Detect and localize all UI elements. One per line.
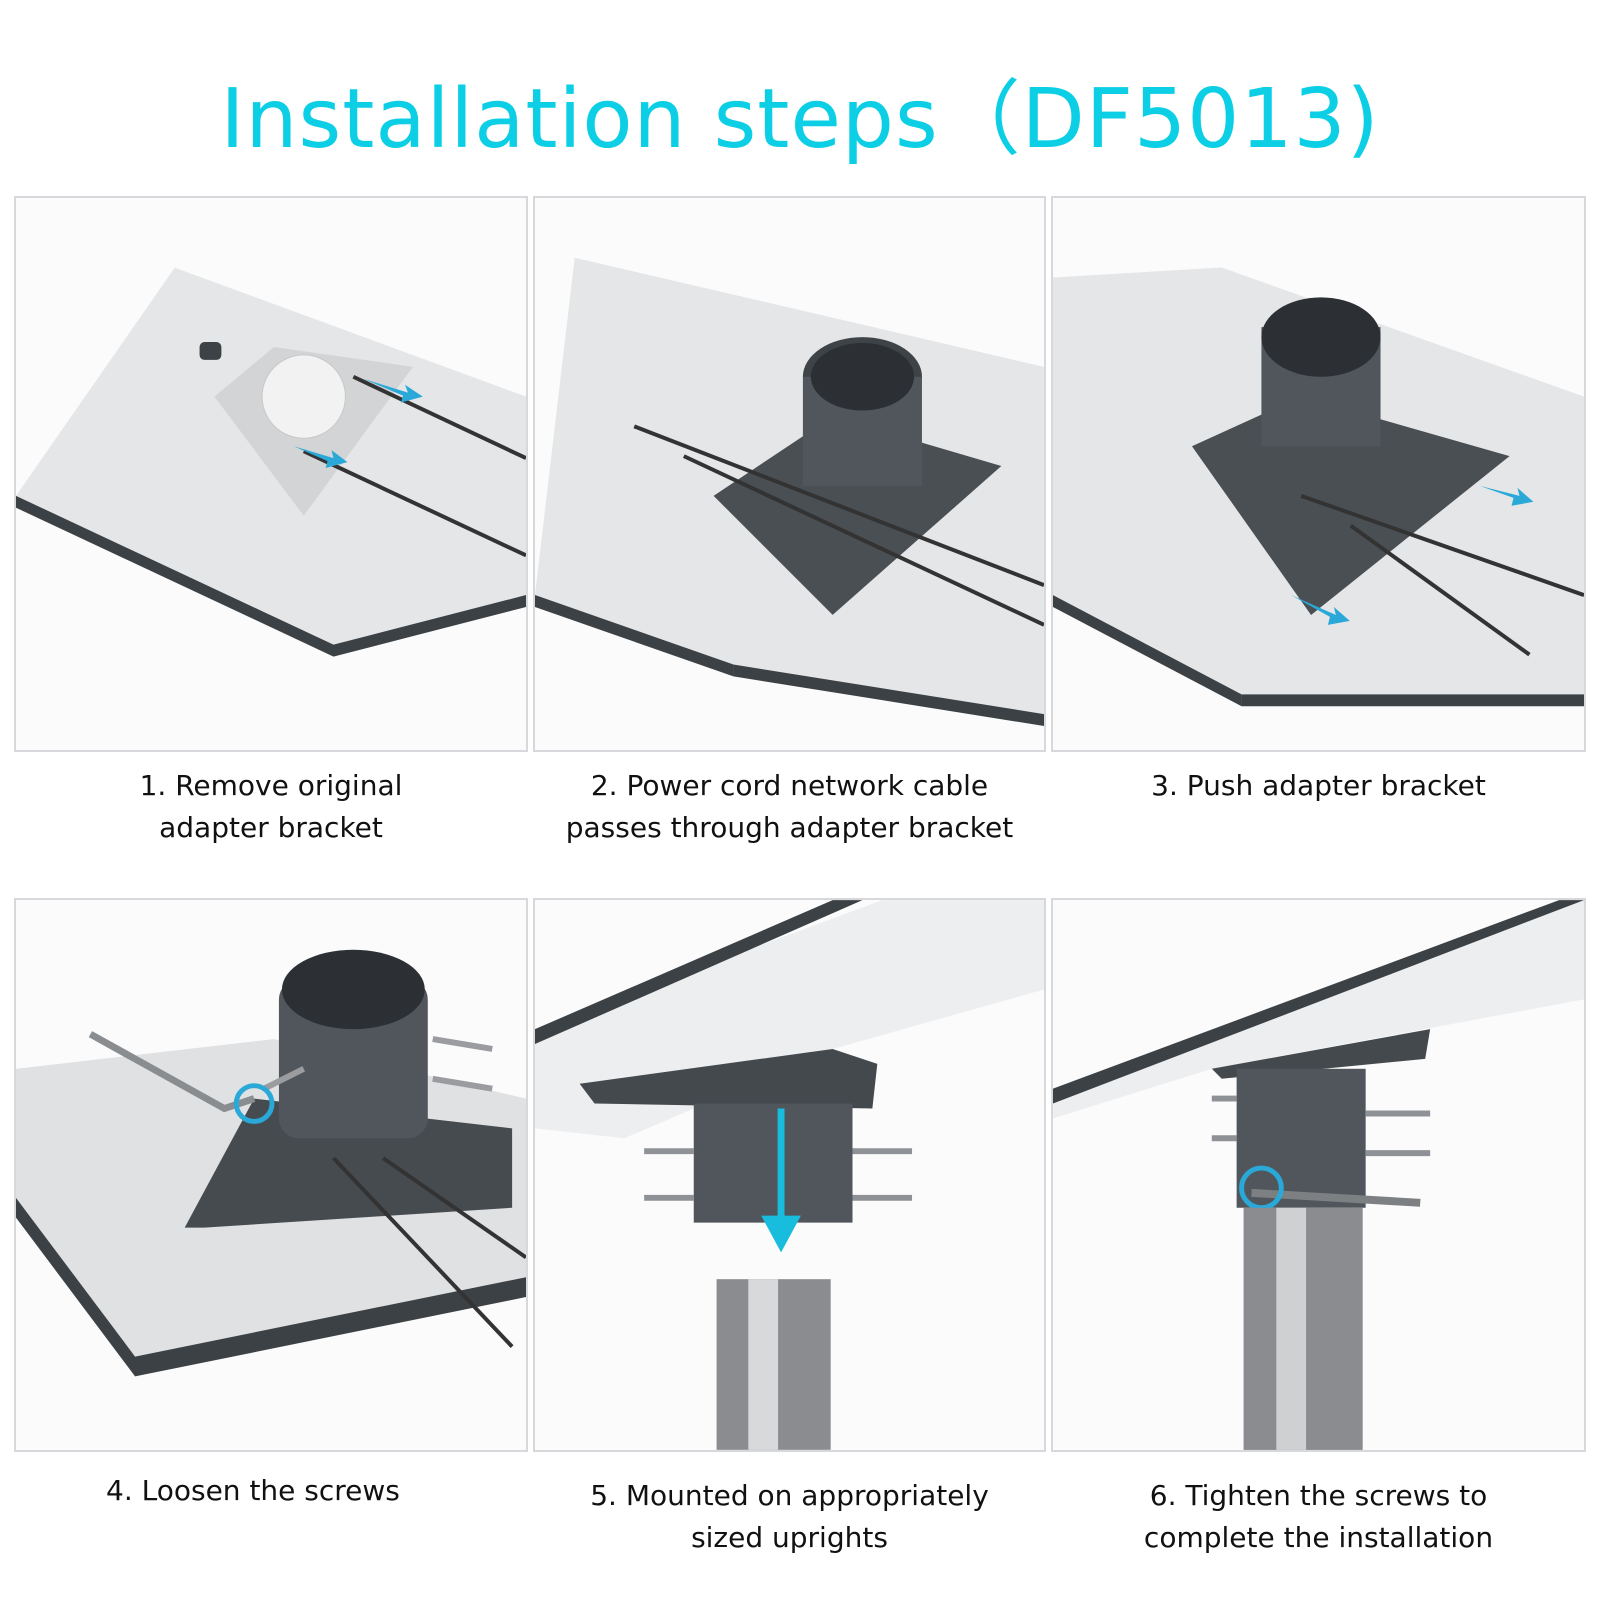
arrow-down-icon — [761, 1108, 801, 1253]
step-1-image — [14, 196, 528, 752]
step-6-caption: 6. Tighten the screws to complete the in… — [1143, 1479, 1494, 1554]
arrow-icon — [293, 378, 423, 469]
push-adapter-illustration — [1053, 267, 1584, 707]
mount-upright-illustration — [535, 900, 1044, 1450]
step-6-image — [1051, 898, 1586, 1452]
step-4-caption: 4. Loosen the screws — [106, 1474, 400, 1507]
step-3-image — [1051, 196, 1586, 752]
step-5-caption: 5. Mounted on appropriately sized uprigh… — [590, 1479, 989, 1554]
rotate-icon — [233, 1083, 275, 1124]
arrow-icon — [1291, 485, 1534, 625]
step-2-image — [533, 196, 1046, 752]
tighten-screws-illustration — [1053, 900, 1584, 1450]
loosen-screws-illustration — [16, 949, 526, 1377]
step-2-caption: 2. Power cord network cable passes throu… — [565, 769, 1014, 844]
cables-through-adapter-illustration — [535, 257, 1044, 727]
step-3-caption: 3. Push adapter bracket — [1151, 769, 1486, 802]
step-5-image — [533, 898, 1046, 1452]
step-4-image — [14, 898, 528, 1452]
base-with-bracket-illustration — [16, 267, 526, 657]
page-title: Installation steps（DF5013) — [220, 72, 1380, 167]
step-1-caption: 1. Remove original adapter bracket — [139, 769, 403, 844]
